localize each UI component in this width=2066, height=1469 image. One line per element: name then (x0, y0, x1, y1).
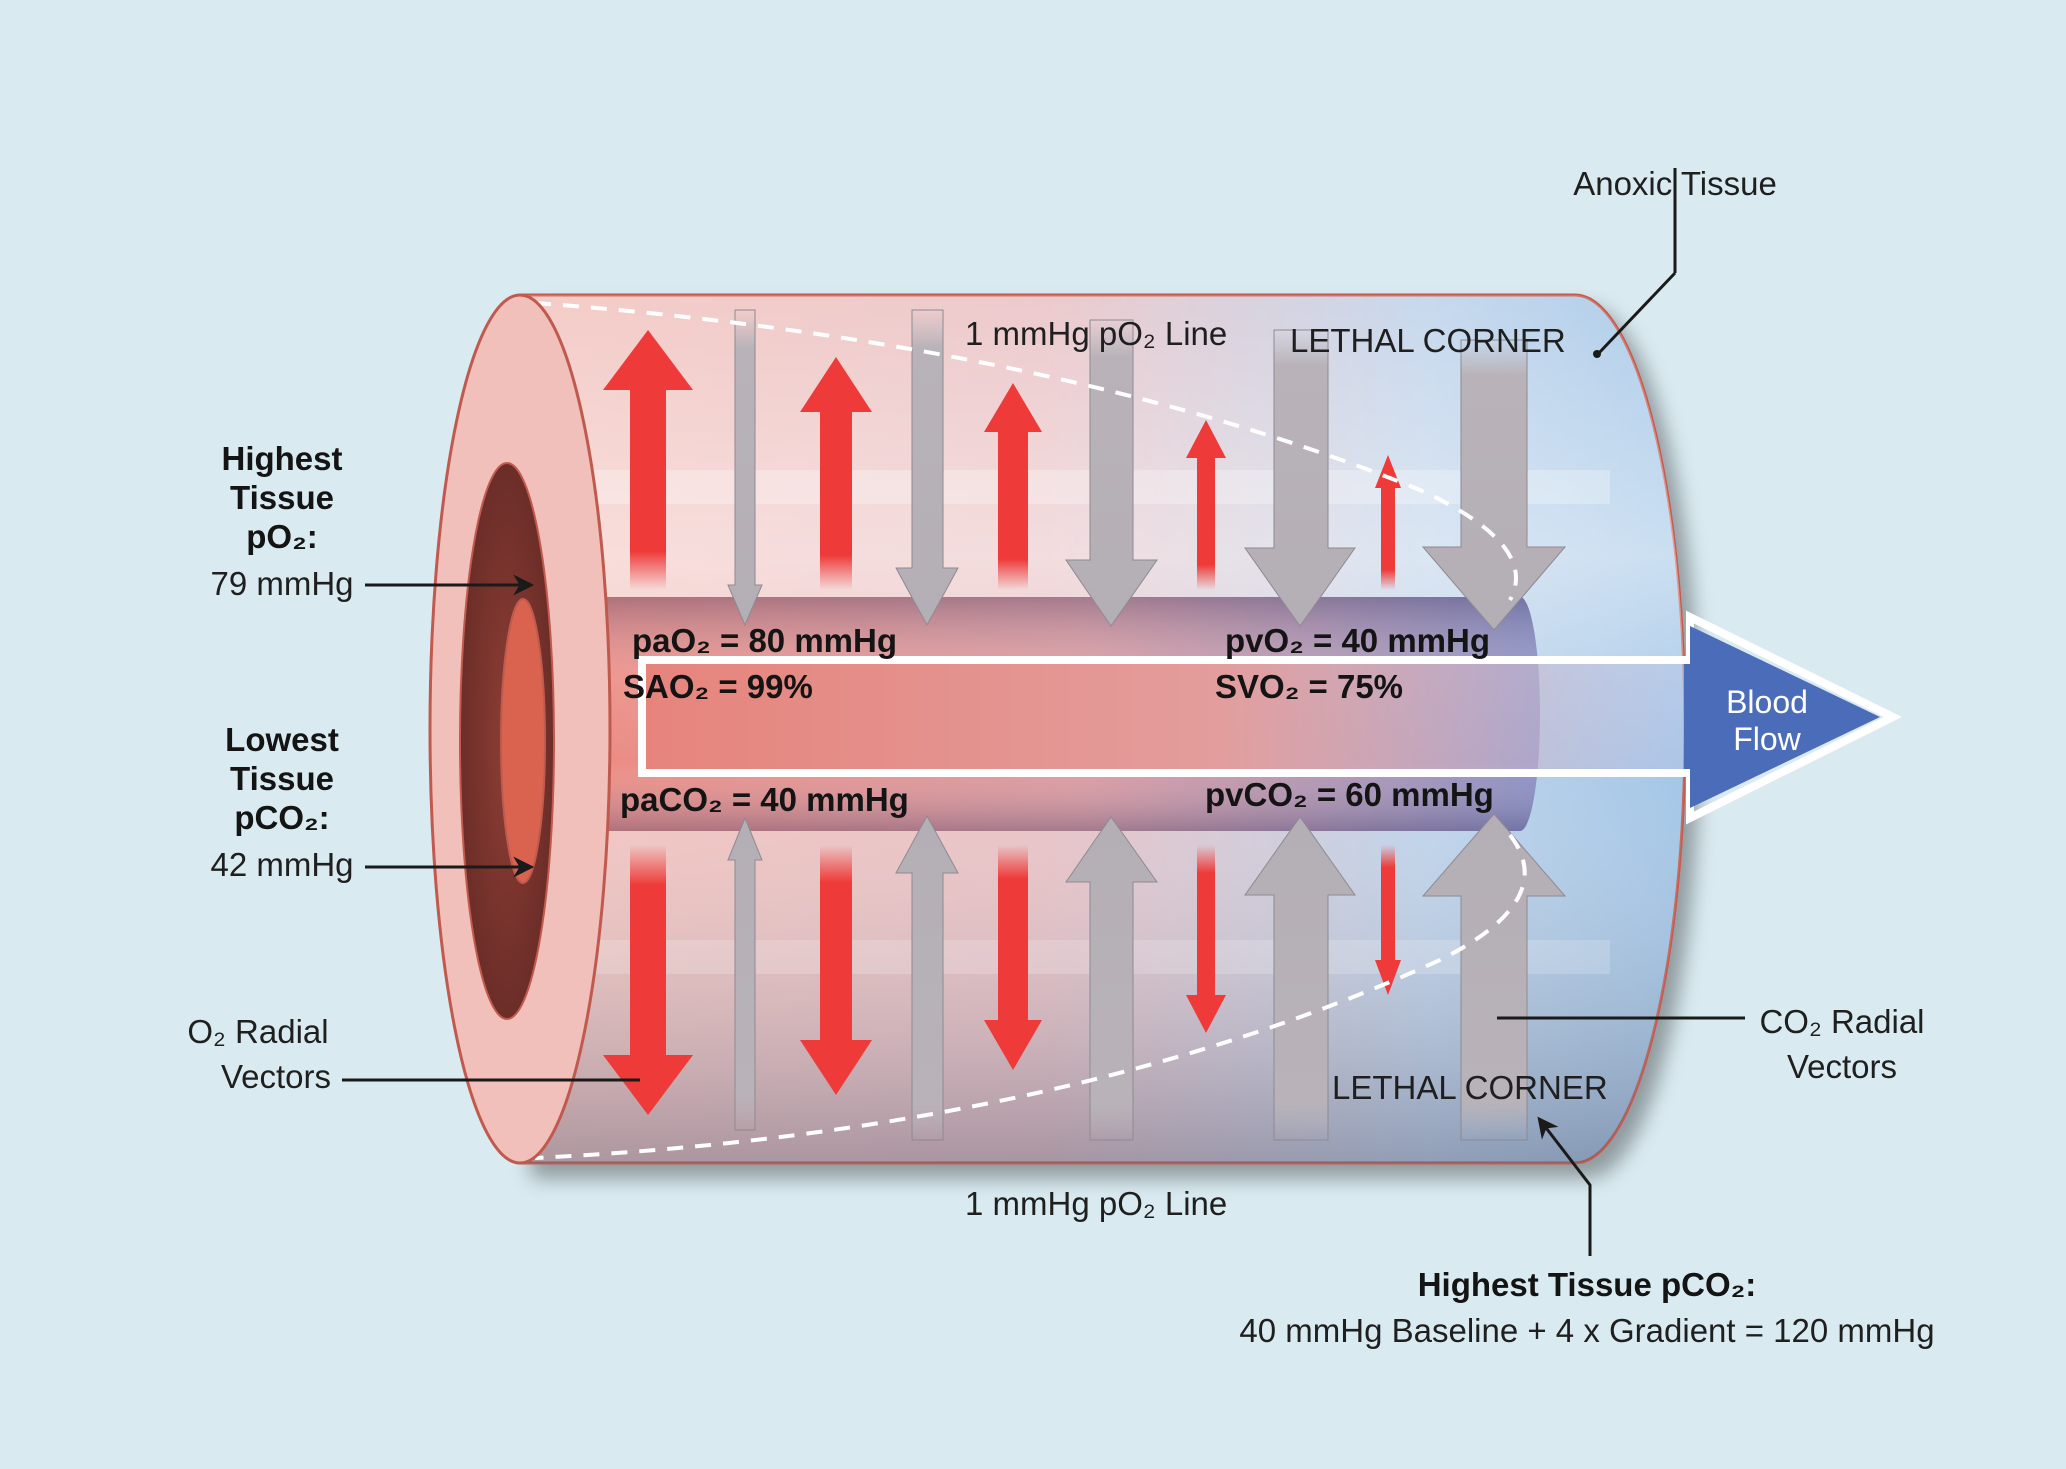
vessel-end-face (428, 293, 612, 1165)
labels: Anoxic Tissue 1 mmHg pO₂ Line LETHAL COR… (187, 165, 1934, 1349)
co2-radial-vectors-label-line1: CO₂ Radial (1759, 1003, 1924, 1040)
o2-radial-vectors-up (603, 330, 1401, 590)
o2-radial-vectors-down (603, 845, 1401, 1115)
po2-boundary-dashed-line (534, 301, 1527, 1160)
o2-radial-vectors-label-line2: Vectors (221, 1058, 331, 1095)
pvco2-label: pvCO₂ = 60 mmHg (1205, 776, 1494, 813)
pao2-label: paO₂ = 80 mmHg (632, 622, 897, 659)
blood-flow-label-line2: Flow (1733, 721, 1801, 757)
highest-tissue-pco2-title: Highest Tissue pCO₂: (1418, 1266, 1757, 1303)
lowest-tissue-pco2-value: 42 mmHg (210, 846, 353, 883)
blood-flow-label-line1: Blood (1726, 684, 1808, 720)
highest-tissue-po2-line1: Highest (221, 440, 342, 477)
highest-tissue-po2-line3: pO₂: (246, 518, 317, 555)
pvo2-label: pvO₂ = 40 mmHg (1225, 622, 1490, 659)
co2-radial-vectors-bottom (727, 813, 1567, 1141)
sao2-label: SAO₂ = 99% (623, 668, 813, 705)
lowest-tissue-pco2-line1: Lowest (225, 721, 339, 758)
svo2-label: SVO₂ = 75% (1215, 668, 1403, 705)
highest-tissue-po2-line2: Tissue (230, 479, 334, 516)
co2-radial-vectors-top (727, 309, 1567, 631)
highest-tissue-pco2-formula: 40 mmHg Baseline + 4 x Gradient = 120 mm… (1239, 1312, 1934, 1349)
po2-line-bottom-label: 1 mmHg pO₂ Line (965, 1185, 1227, 1222)
o2-radial-vectors-label-line1: O₂ Radial (187, 1013, 328, 1050)
lowest-tissue-pco2-line3: pCO₂: (234, 799, 329, 836)
lethal-corner-top-label: LETHAL CORNER (1290, 322, 1566, 359)
co2-radial-vectors-label-line2: Vectors (1787, 1048, 1897, 1085)
po2-line-top-label: 1 mmHg pO₂ Line (965, 315, 1227, 352)
anoxic-tissue-label: Anoxic Tissue (1573, 165, 1777, 202)
highest-tissue-po2-value: 79 mmHg (210, 565, 353, 602)
pointer-arrow-icon (342, 168, 1745, 1256)
blood-flow-arrow-icon (638, 610, 1903, 825)
paco2-label: paCO₂ = 40 mmHg (620, 781, 909, 818)
lethal-corner-bottom-label: LETHAL CORNER (1332, 1069, 1608, 1106)
lowest-tissue-pco2-line2: Tissue (230, 760, 334, 797)
